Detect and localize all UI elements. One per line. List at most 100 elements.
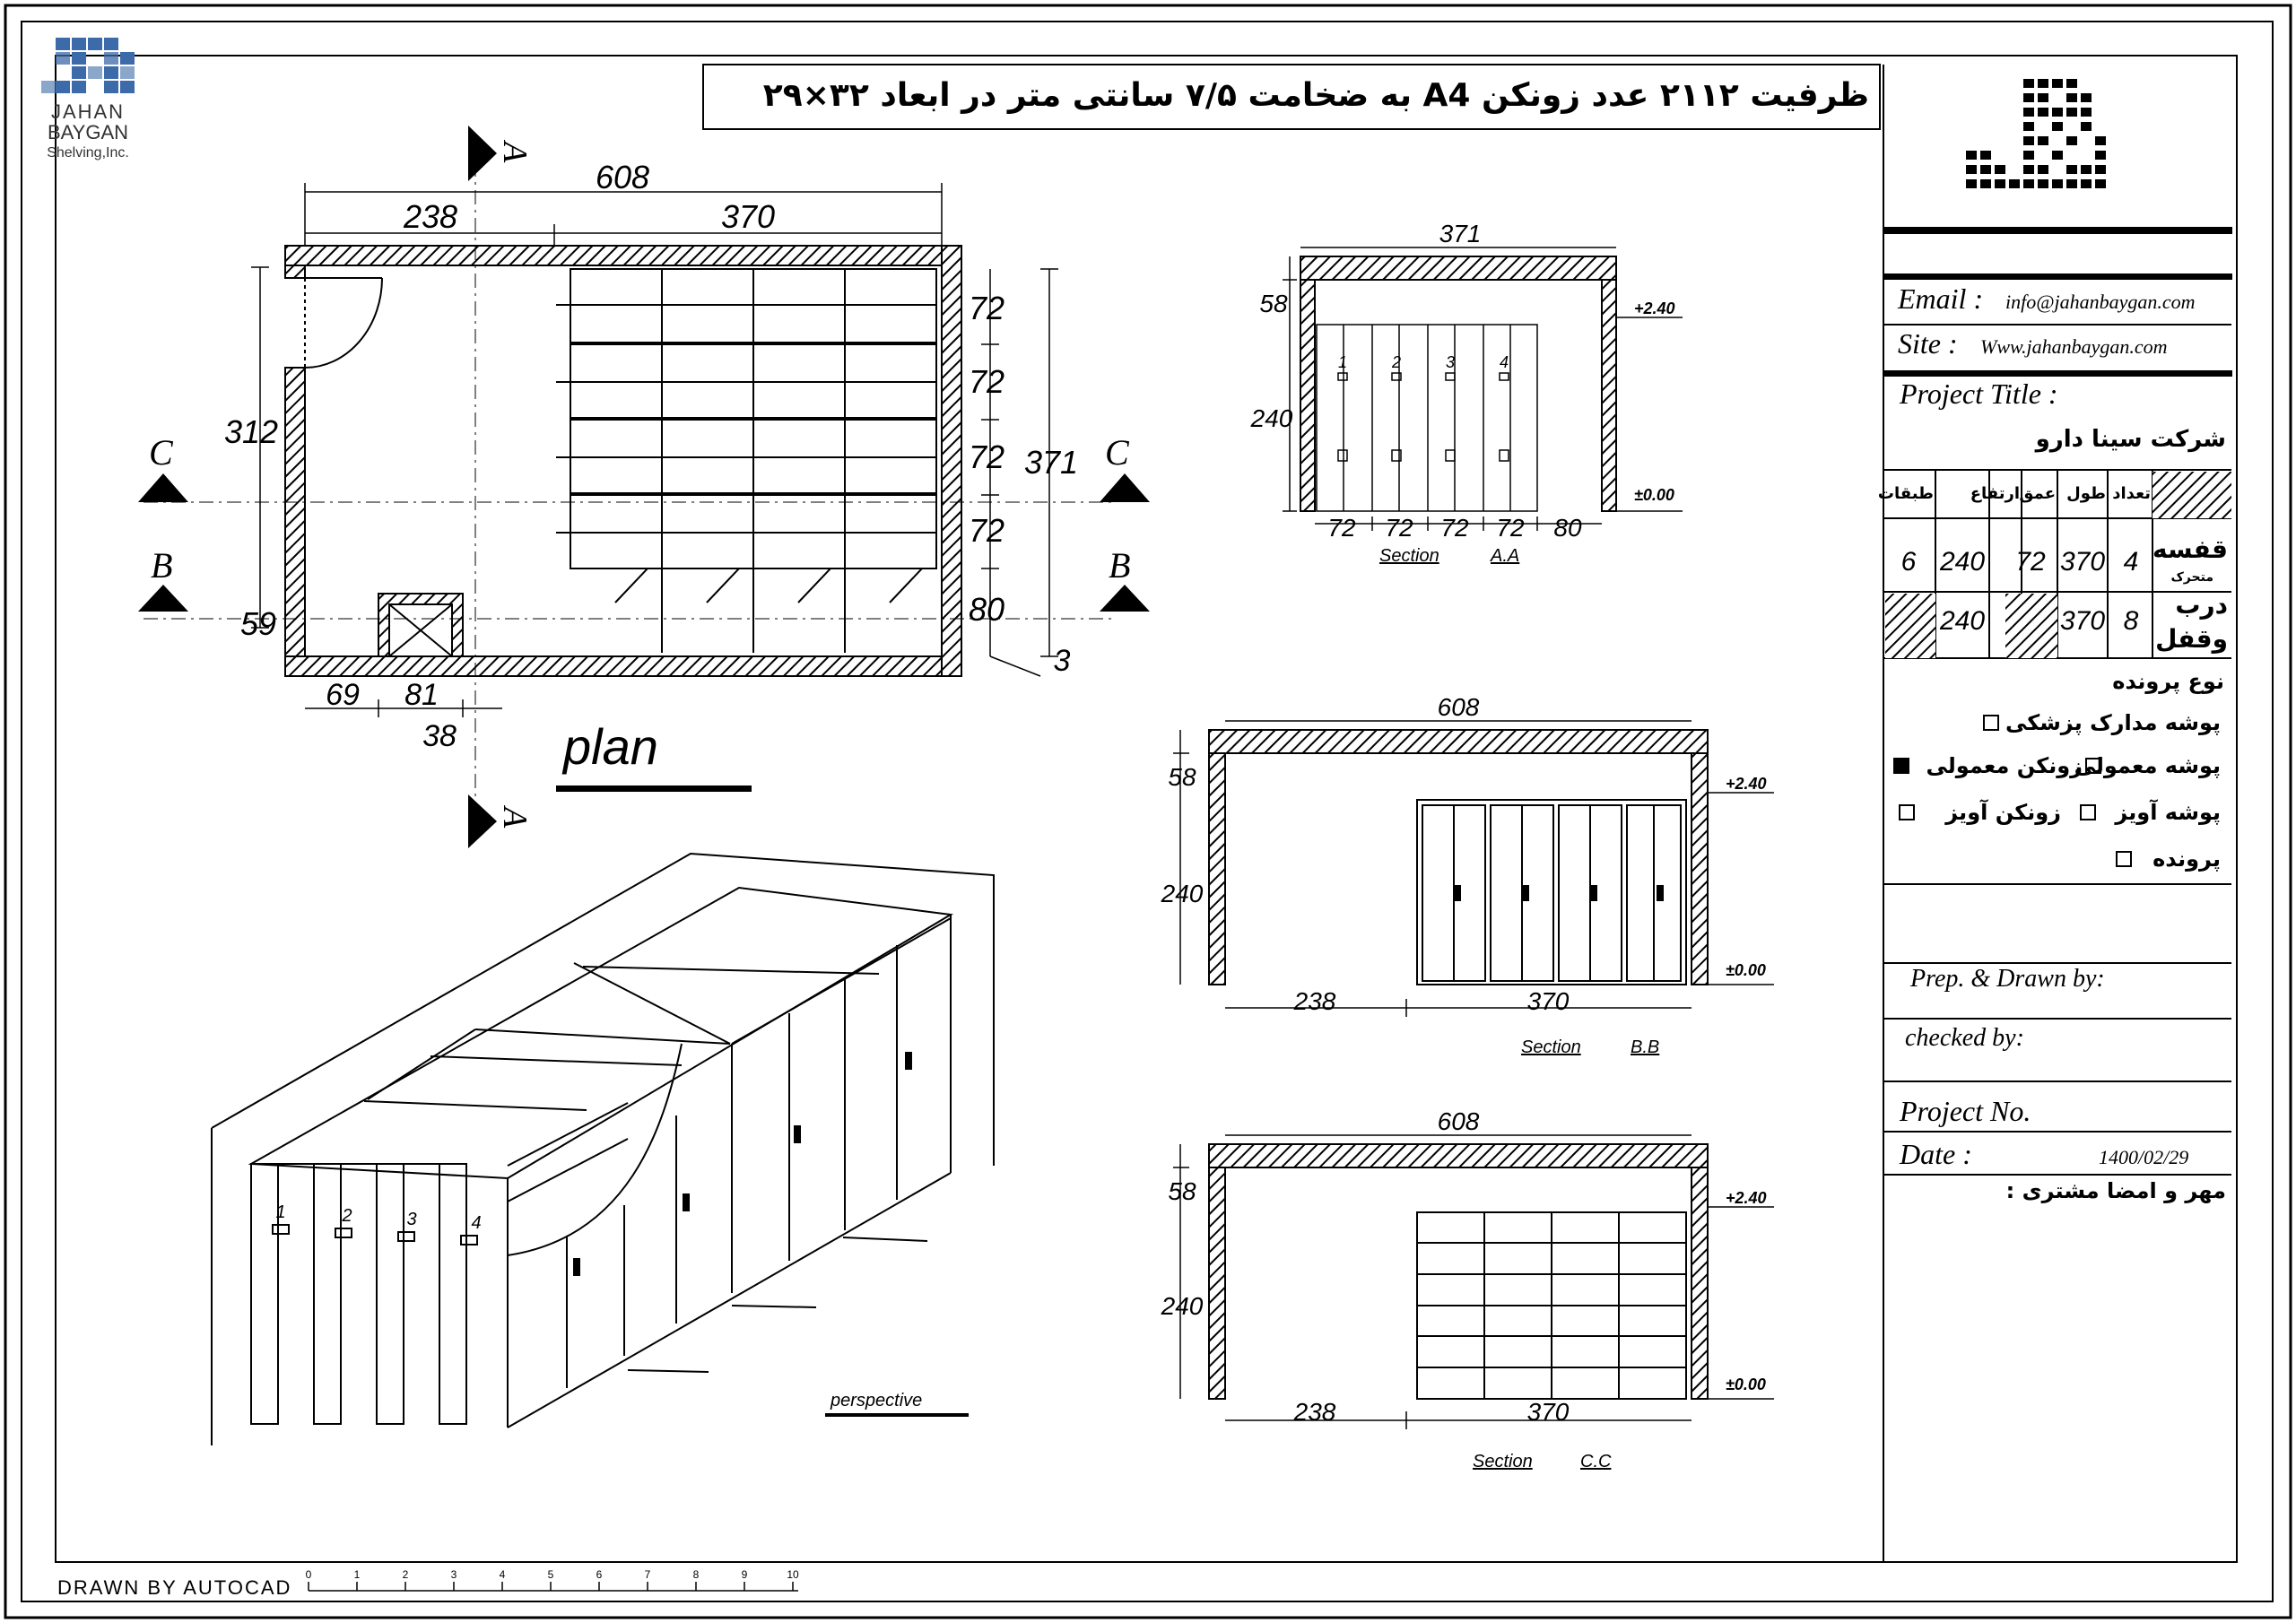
scale-tick-3: 3 [451,1568,457,1581]
section-c-label-right: C [1105,432,1130,473]
table-row-1-height: 240 [1939,547,1985,577]
section-cc-dim-upper: 58 [1168,1177,1196,1205]
sheet-frame [4,4,2292,1619]
section-aa-id: A.A [1490,546,1519,566]
section-cc-shelving [1416,1211,1687,1400]
section-cc-id: C.C [1580,1452,1612,1471]
section-aa-dim-height: 240 [1250,404,1293,432]
table-row-1-count: 4 [2124,547,2139,577]
service-shaft [378,593,464,657]
scale-tick-10: 10 [787,1568,799,1581]
section-cc-label: Section [1473,1452,1533,1471]
option-binder-checkbox[interactable] [1893,758,1909,774]
scale-tick-2: 2 [403,1568,409,1581]
plan-dim-shelf-2: 72 [969,363,1004,400]
table-row-2-name: درب [2175,590,2228,620]
section-aa-dim-top: 371 [1439,220,1482,247]
plan-dim-shelf-1: 72 [969,290,1004,326]
section-aa-dim-b4: 72 [1496,514,1525,542]
option-dossier-label: پرونده [2152,846,2221,872]
section-cc-walls [1208,1143,1709,1400]
section-c-right-marker-icon [1100,473,1150,502]
file-type-label: نوع پرونده [2112,669,2224,694]
plan-dim-total-width: 608 [596,159,649,195]
section-c-label-left: C [149,432,174,473]
section-bb-id: B.B [1631,1037,1659,1057]
file-type-options: پوشه مدارک پزشکی پوشه معمولی زونکن معمول… [1893,710,2221,872]
project-no-label: Project No. [1899,1095,2031,1127]
perspective-unit-1: 1 [275,1202,285,1222]
section-aa-level-bottom: ±0.00 [1634,486,1674,504]
door-swing [304,277,383,369]
section-bb-view: 608 58 240 238 370 +2.40 ±0.00 Section B… [1161,693,1774,1057]
section-aa-dim-b1: 72 [1327,514,1356,542]
table-row-2-height: 240 [1939,606,1985,636]
plan-dim-shelf-4: 72 [969,512,1004,549]
email-label: Email : [1897,282,1983,315]
section-c-left-marker-icon [138,473,188,502]
drawn-by-autocad: DRAWN BY AUTOCAD [57,1576,291,1599]
section-b-right-marker-icon [1100,585,1150,612]
section-bb-dim-top: 608 [1438,693,1480,721]
plan-dim-bottom-left: 59 [240,605,276,642]
option-hanging-folder-label: پوشه آویز [2114,799,2221,825]
option-binder-label: زونکن معمولی [1926,753,2083,778]
scale-tick-5: 5 [548,1568,554,1581]
table-row-1-length: 370 [2060,547,2105,577]
section-aa-unit-1: 1 [1338,353,1347,371]
date-value: 1400/02/29 [2099,1146,2188,1168]
table-row-1-depth: 72 [2015,547,2046,577]
section-aa-unit-2: 2 [1391,353,1401,371]
title-block [1883,65,2232,1562]
section-bb-dim-right: 370 [1527,987,1570,1015]
table-row-2-length: 370 [2060,606,2105,636]
plan-label: plan [561,718,658,775]
option-folder-checkbox[interactable] [2085,758,2101,774]
option-medical-checkbox[interactable] [1983,715,1999,731]
table-header-levels: طبقات [1878,484,1934,503]
section-a-label-bottom: A [496,804,534,829]
mobile-shelving-plan [556,268,937,653]
section-cc-dim-top: 608 [1438,1107,1480,1135]
section-aa-dimension-lines [1283,247,1683,531]
section-bb-dim-upper: 58 [1168,763,1196,791]
plan-label-underline [556,785,752,792]
logo-line-2: BAYGAN [48,121,128,143]
scale-tick-8: 8 [693,1568,700,1581]
plan-dimension-lines [144,135,1112,825]
option-medical-label: پوشه مدارک پزشکی [2005,710,2221,735]
prep-label: Prep. & Drawn by: [1909,965,2105,993]
site-label: Site : [1898,327,1958,360]
section-b-label-right: B [1109,545,1130,586]
table-header-height: ارتفاع [1970,484,2020,503]
section-bb-label: Section [1521,1037,1581,1057]
title-block-logo-icon [1966,79,2106,188]
option-folder-label: پوشه معمولی [2074,753,2221,778]
section-cc-dim-left: 238 [1293,1398,1336,1426]
perspective-view [211,852,995,1445]
option-hanging-binder-checkbox[interactable] [1899,804,1915,820]
option-hanging-folder-checkbox[interactable] [2080,804,2096,820]
table-row-1-sub: متحرک [2170,570,2213,585]
section-markers [138,126,1150,848]
plan-dim-wall: 3 [1054,644,1071,678]
perspective-unit-4: 4 [471,1213,481,1233]
section-cc-dim-right: 370 [1527,1398,1570,1426]
table-row-1-levels: 6 [1901,547,1917,577]
scale-bar-labels: 0 1 2 3 4 5 6 7 8 9 10 [306,1568,799,1581]
section-aa-dim-b3: 72 [1440,514,1469,542]
project-title-label: Project Title : [1899,378,2058,410]
logo-line-3: Shelving,Inc. [47,145,129,161]
plan-dim-left-width: 238 [403,198,457,235]
project-title-value: شرکت سینا دارو [2034,426,2226,453]
section-bb-walls [1208,729,1709,985]
section-aa-view: 1 2 3 4 371 58 240 72 72 72 72 80 +2.40 … [1250,220,1683,566]
perspective-unit-3: 3 [406,1210,416,1229]
option-dossier-checkbox[interactable] [2116,851,2132,867]
section-aa-unit-4: 4 [1500,353,1509,371]
table-row-1-name: قفسه [2152,534,2228,564]
section-aa-shelving [1316,324,1538,512]
section-bb-doors [1416,799,1687,985]
table-row-2-sub: وقفل [2155,624,2228,654]
